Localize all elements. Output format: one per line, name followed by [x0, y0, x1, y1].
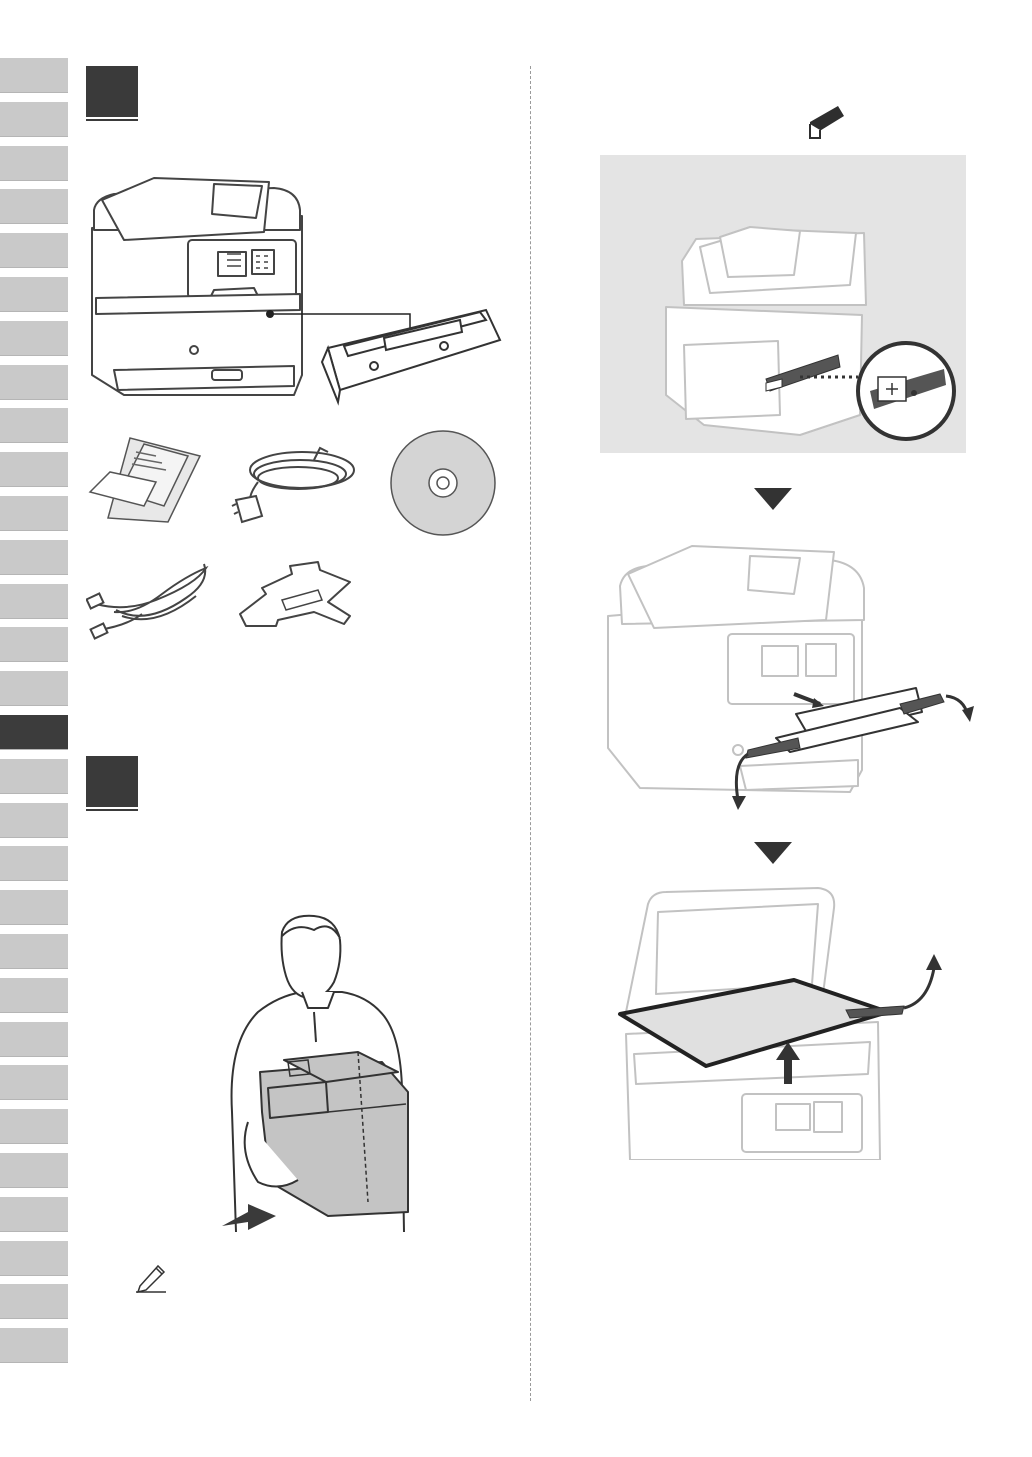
- paper-stopper-illustration: [232, 560, 362, 630]
- language-tab[interactable]: [0, 978, 68, 1013]
- step-marker-1: [86, 66, 138, 117]
- language-tab[interactable]: [0, 102, 68, 137]
- language-tab[interactable]: [0, 1022, 68, 1057]
- language-tab[interactable]: [0, 934, 68, 969]
- language-tab[interactable]: [0, 627, 68, 662]
- language-tab[interactable]: [0, 584, 68, 619]
- language-tab[interactable]: [0, 1065, 68, 1100]
- language-tab[interactable]: [0, 1197, 68, 1232]
- remove-front-tape-illustration: [600, 538, 980, 822]
- language-tab[interactable]: [0, 846, 68, 881]
- pencil-note-icon: [134, 1260, 168, 1294]
- column-divider: [530, 66, 531, 1401]
- language-tab[interactable]: [0, 58, 68, 93]
- telephone-cable-illustration: [86, 556, 216, 646]
- language-tab[interactable]: [0, 365, 68, 400]
- language-tab[interactable]: [0, 803, 68, 838]
- language-tab[interactable]: [0, 1328, 68, 1363]
- language-tab[interactable]: [0, 540, 68, 575]
- down-triangle-icon: [754, 842, 792, 866]
- language-tab[interactable]: [0, 452, 68, 487]
- power-cord-illustration: [228, 440, 362, 530]
- cd-rom-illustration: [388, 428, 498, 538]
- language-tab-strip: [0, 0, 68, 1457]
- person-carrying-printer-illustration: [218, 912, 428, 1234]
- language-tab[interactable]: [0, 233, 68, 268]
- language-tab[interactable]: [0, 496, 68, 531]
- step-marker-2: [86, 756, 138, 807]
- language-tab[interactable]: [0, 1153, 68, 1188]
- language-tab[interactable]: [0, 321, 68, 356]
- language-tab[interactable]: [0, 1241, 68, 1276]
- down-triangle-icon: [754, 488, 792, 512]
- language-tab[interactable]: [0, 277, 68, 312]
- language-tab[interactable]: [0, 1109, 68, 1144]
- language-tab[interactable]: [0, 715, 68, 750]
- language-tab[interactable]: [0, 189, 68, 224]
- tape-icon: [806, 102, 846, 142]
- language-tab[interactable]: [0, 890, 68, 925]
- remove-scanner-sheet-illustration: [608, 884, 952, 1160]
- language-tab[interactable]: [0, 146, 68, 181]
- language-tab[interactable]: [0, 671, 68, 706]
- language-tab[interactable]: [0, 759, 68, 794]
- printer-with-toner-illustration: [84, 170, 514, 410]
- printer-back-usb-illustration: [600, 155, 966, 453]
- language-tab[interactable]: [0, 408, 68, 443]
- language-tab[interactable]: [0, 1284, 68, 1319]
- manual-documents-illustration: [86, 432, 208, 524]
